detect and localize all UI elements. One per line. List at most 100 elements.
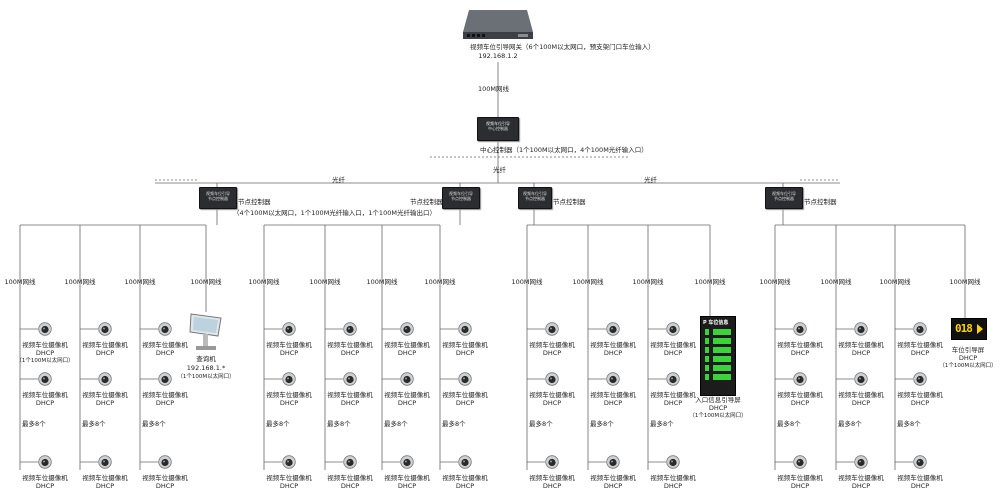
center-box-title: 视频车位引导 [486, 121, 510, 126]
camera-dhcp: DHCP [910, 482, 930, 490]
fiber-label-right: 光纤 [644, 176, 657, 184]
node-controller-spec: （4个100M以太网口，1个100M光纤输入口，1个100M光纤输出口） [233, 209, 436, 217]
entry-screen-note: （1个100M以太网口） [689, 413, 747, 419]
camera-label: 视频车位摄像机 [266, 474, 312, 482]
camera-icon [400, 372, 414, 386]
camera-label: 视频车位摄像机 [529, 474, 575, 482]
camera-dhcp: DHCP [455, 399, 475, 407]
node-controller-1-caption: 节点控制器 [238, 198, 271, 206]
camera-label: 视频车位摄像机 [838, 391, 884, 399]
camera-icon [666, 372, 680, 386]
camera-label: 视频车位摄像机 [897, 474, 943, 482]
branch-link-label: 100M网线 [124, 278, 156, 286]
camera-icon [158, 455, 172, 469]
branch-link-label: 100M网线 [366, 278, 398, 286]
branch-link-label: 100M网线 [820, 278, 852, 286]
entry-screen-name: 入口信息引导屏 [695, 396, 741, 404]
camera-dhcp: DHCP [603, 399, 623, 407]
camera-label: 视频车位摄像机 [777, 391, 823, 399]
camera-icon [606, 455, 620, 469]
branch-link-label: 100M网线 [572, 278, 604, 286]
camera-more-label: 最多8个 [327, 420, 351, 428]
camera-icon [343, 372, 357, 386]
center-caption: 中心控制器（1个100M以太网口，4个100M光纤输入口） [480, 146, 648, 154]
camera-icon [666, 455, 680, 469]
camera-dhcp: DHCP [455, 482, 475, 490]
camera-label: 视频车位摄像机 [838, 474, 884, 482]
camera-label: 视频车位摄像机 [327, 474, 373, 482]
camera-icon [793, 372, 807, 386]
camera-icon [913, 372, 927, 386]
camera-dhcp: DHCP [851, 399, 871, 407]
camera-dhcp: DHCP [542, 349, 562, 357]
camera-icon [854, 455, 868, 469]
camera-label: 视频车位摄像机 [142, 474, 188, 482]
camera-label: 视频车位摄像机 [650, 474, 696, 482]
camera-dhcp: DHCP [279, 399, 299, 407]
camera-icon [98, 372, 112, 386]
camera-dhcp: DHCP [542, 399, 562, 407]
entry-info-screen-device: P 车位信息 [700, 316, 736, 396]
camera-icon [854, 322, 868, 336]
camera-label: 视频车位摄像机 [529, 391, 575, 399]
camera-dhcp: DHCP [603, 349, 623, 357]
camera-dhcp: DHCP [910, 349, 930, 357]
camera-icon [343, 322, 357, 336]
camera-dhcp: DHCP [397, 482, 417, 490]
camera-dhcp: DHCP [790, 399, 810, 407]
camera-label: 视频车位摄像机 [82, 341, 128, 349]
camera-dhcp: DHCP [279, 349, 299, 357]
guide-screen-digits: 018 [955, 322, 973, 335]
camera-dhcp: DHCP [542, 482, 562, 490]
camera-icon [282, 372, 296, 386]
query-terminal-ip: 192.168.1.* [186, 364, 226, 372]
center-box-sub: 中心控制器 [488, 126, 508, 131]
camera-dhcp: DHCP [603, 482, 623, 490]
branch-link-label: 100M网线 [759, 278, 791, 286]
branch-link-label: 100M网线 [949, 278, 981, 286]
camera-label: 视频车位摄像机 [590, 391, 636, 399]
camera-label: 视频车位摄像机 [529, 341, 575, 349]
camera-label: 视频车位摄像机 [384, 391, 430, 399]
camera-dhcp: DHCP [35, 399, 55, 407]
node-controller-3: 视频车位引导 节点控制器 [518, 187, 552, 209]
camera-icon [606, 322, 620, 336]
camera-label: 视频车位摄像机 [650, 341, 696, 349]
camera-label: 视频车位摄像机 [838, 341, 884, 349]
branch-link-label: 100M网线 [190, 278, 222, 286]
camera-more-label: 最多8个 [442, 420, 466, 428]
camera-icon [400, 455, 414, 469]
camera-label: 视频车位摄像机 [384, 341, 430, 349]
camera-dhcp: DHCP [95, 349, 115, 357]
camera-dhcp: DHCP [95, 399, 115, 407]
camera-more-label: 最多8个 [384, 420, 408, 428]
camera-icon [458, 372, 472, 386]
camera-dhcp: DHCP [663, 399, 683, 407]
camera-dhcp: DHCP [397, 399, 417, 407]
camera-port-note: （1个100M以太网口） [16, 358, 74, 364]
camera-label: 视频车位摄像机 [777, 341, 823, 349]
camera-dhcp: DHCP [663, 482, 683, 490]
camera-label: 视频车位摄像机 [442, 391, 488, 399]
camera-label: 视频车位摄像机 [22, 474, 68, 482]
camera-icon [158, 322, 172, 336]
camera-more-label: 最多8个 [838, 420, 862, 428]
guide-screen-note: （1个100M以太网口） [939, 363, 997, 369]
node-controller-3-caption: 节点控制器 [553, 198, 586, 206]
fiber-label-mid: 光纤 [493, 166, 506, 174]
camera-dhcp: DHCP [851, 349, 871, 357]
gateway-device [463, 6, 533, 40]
camera-icon [854, 372, 868, 386]
camera-dhcp: DHCP [340, 349, 360, 357]
query-terminal-note: （1个100M以太网口） [177, 374, 235, 380]
query-terminal-device [188, 312, 224, 352]
camera-more-label: 最多8个 [22, 420, 46, 428]
camera-icon [545, 455, 559, 469]
camera-icon [793, 455, 807, 469]
camera-label: 视频车位摄像机 [327, 341, 373, 349]
camera-icon [38, 322, 52, 336]
branch-link-label: 100M网线 [248, 278, 280, 286]
camera-label: 视频车位摄像机 [897, 391, 943, 399]
camera-dhcp: DHCP [340, 399, 360, 407]
